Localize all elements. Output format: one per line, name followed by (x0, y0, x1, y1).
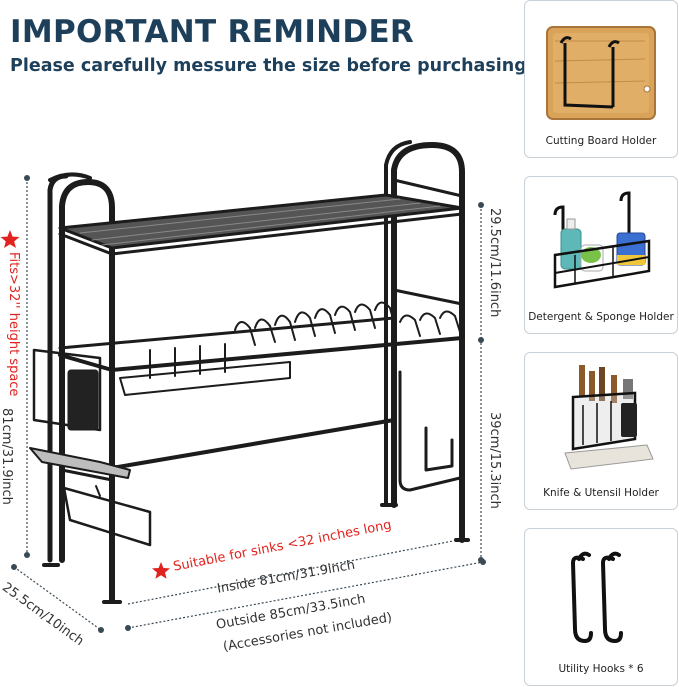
detergent-sponge-holder-icon (553, 191, 651, 289)
star-icon (152, 562, 170, 579)
accessory-card-cutting-board: Cutting Board Holder (524, 0, 678, 158)
accessory-card-detergent: Detergent & Sponge Holder (524, 176, 678, 334)
accessory-label: Detergent & Sponge Holder (528, 311, 674, 323)
accessory-card-knife: Knife & Utensil Holder (524, 352, 678, 510)
top-height-label: 29.5cm/11.6inch (487, 208, 502, 318)
dish-rack-illustration (0, 140, 486, 633)
accessory-label: Cutting Board Holder (545, 135, 657, 147)
lower-height-label: 39cm/15.3inch (487, 412, 502, 509)
page-subtitle: Please carefully messure the size before… (10, 56, 527, 76)
page-title: IMPORTANT REMINDER (10, 14, 415, 50)
accessory-label: Utility Hooks * 6 (558, 663, 644, 675)
accessory-card-hooks: Utility Hooks * 6 (524, 528, 678, 686)
cutting-board-holder-icon (546, 26, 656, 120)
knife-utensil-holder-icon (564, 365, 654, 470)
utility-hooks-icon (570, 551, 623, 644)
accessory-label: Knife & Utensil Holder (543, 487, 659, 499)
height-fit-label: Fits>32'' height space (6, 252, 21, 397)
total-height-label: 81cm/31.9inch (0, 408, 14, 505)
star-icon (0, 230, 20, 248)
